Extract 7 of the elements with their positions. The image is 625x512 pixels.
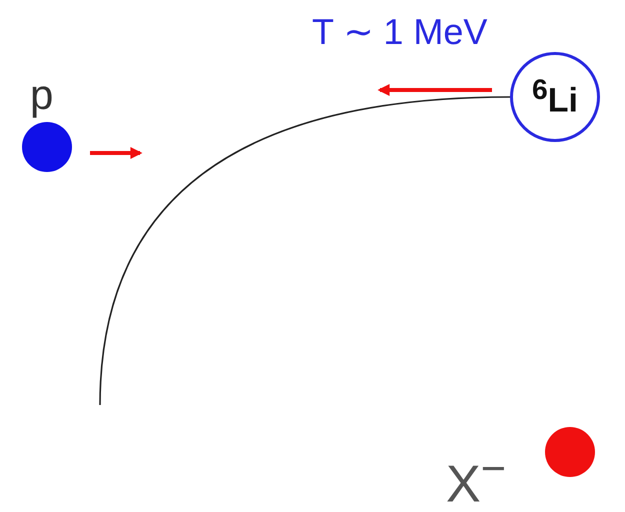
proton-particle	[22, 122, 72, 172]
energy-label: T ∼ 1 MeV	[312, 14, 488, 50]
nucleus-label: $^{6}$Li	[532, 74, 578, 120]
particle-label: p	[30, 74, 54, 116]
x-particle	[545, 427, 595, 477]
trajectory-curve	[99, 96, 510, 406]
particle-label: X$^{−}$	[446, 448, 506, 510]
